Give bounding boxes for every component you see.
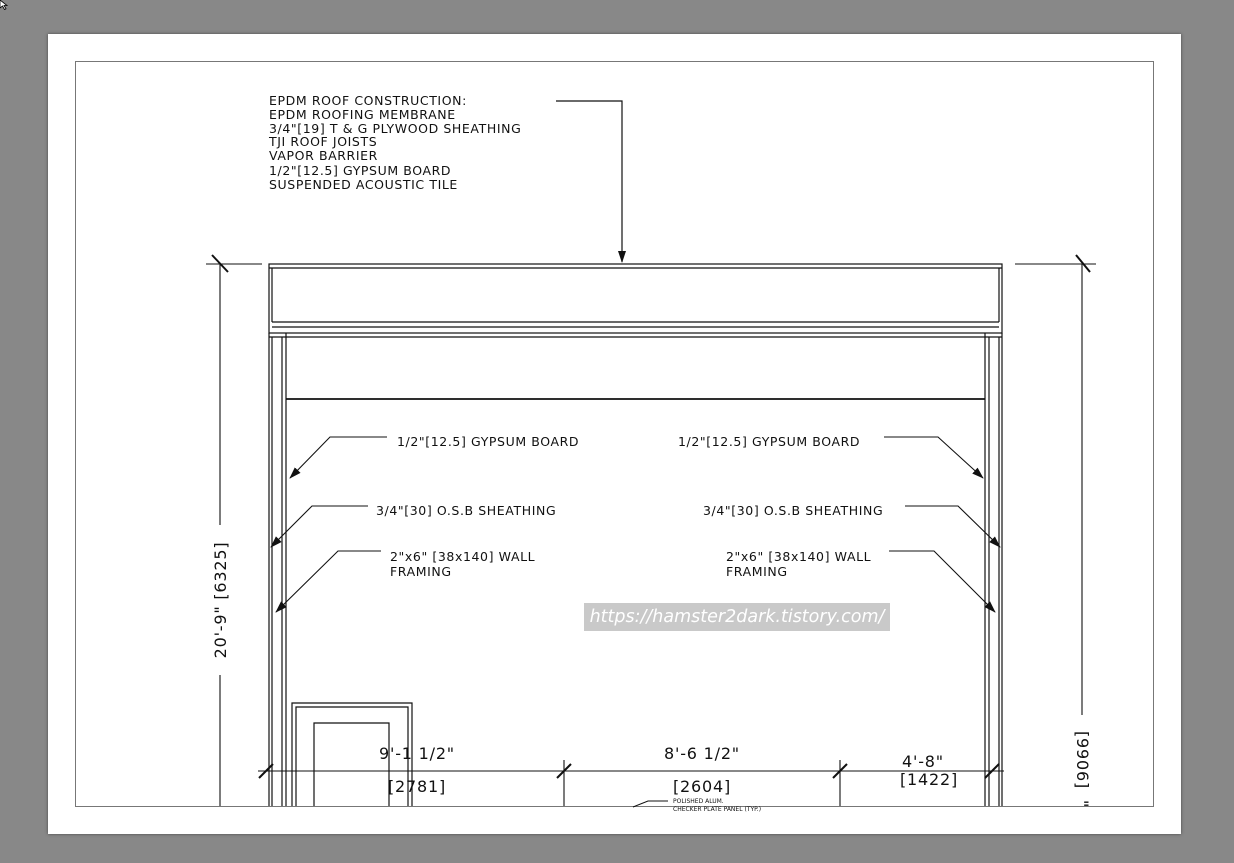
mouse-cursor-icon <box>0 0 9 10</box>
roof-note-line: SUSPENDED ACOUSTIC TILE <box>269 177 458 192</box>
left-wall-callouts: 1/2"[12.5] GYPSUM BOARD 3/4"[30] O.S.B S… <box>270 434 579 613</box>
dim-seg2-imperial: 8'-6 1/2" <box>664 744 740 763</box>
horizontal-dimension-string <box>258 760 1004 806</box>
dim-seg2-metric: [2604] <box>673 777 731 796</box>
dim-seg1-metric: [2781] <box>388 777 446 796</box>
right-wall <box>984 333 1003 806</box>
panel-note-line2: CHECKER PLATE PANEL (TYP.) <box>673 806 761 813</box>
right-framing-label: 2"x6" [38x140] WALL <box>726 549 871 564</box>
right-height-dimension <box>1015 254 1096 715</box>
dim-seg3-metric: [1422] <box>900 770 958 789</box>
roof-note-line: TJI ROOF JOISTS <box>268 134 377 149</box>
right-height-label: [9906] <box>1073 731 1092 789</box>
right-gypsum-leader <box>884 436 984 479</box>
right-osb-leader <box>905 505 1001 548</box>
right-gypsum-label: 1/2"[12.5] GYPSUM BOARD <box>678 434 860 449</box>
right-framing-leader <box>889 550 996 613</box>
left-wall <box>268 333 287 806</box>
panel-note-line1: POLISHED ALUM. <box>673 798 724 805</box>
roof-leader-arrow <box>556 100 626 263</box>
panel-note-leader <box>632 800 668 808</box>
dim-seg3-imperial: 4'-8" <box>902 752 944 771</box>
left-framing-label: 2"x6" [38x140] WALL <box>390 549 535 564</box>
right-framing-label: FRAMING <box>726 564 788 579</box>
left-framing-label: FRAMING <box>390 564 452 579</box>
left-gypsum-label: 1/2"[12.5] GYPSUM BOARD <box>397 434 579 449</box>
roof-note-line: EPDM ROOFING MEMBRANE <box>269 107 456 122</box>
dim-seg1-imperial: 9'-1 1/2" <box>379 744 455 763</box>
door-frame <box>291 702 413 806</box>
roof-note-line: 1/2"[12.5] GYPSUM BOARD <box>269 163 451 178</box>
right-height-partial: " <box>1073 800 1092 808</box>
left-osb-leader <box>270 505 368 548</box>
roof-note-line: EPDM ROOF CONSTRUCTION: <box>269 93 467 108</box>
roof-assembly <box>268 263 1003 400</box>
right-wall-callouts: 1/2"[12.5] GYPSUM BOARD 3/4"[30] O.S.B S… <box>678 434 1001 613</box>
sheet-border <box>75 61 1154 807</box>
left-osb-label: 3/4"[30] O.S.B SHEATHING <box>376 503 556 518</box>
drawing-sheet: EPDM ROOF CONSTRUCTION: EPDM ROOFING MEM… <box>48 34 1181 834</box>
left-height-label: 20'-9" [6325] <box>211 542 230 659</box>
right-osb-label: 3/4"[30] O.S.B SHEATHING <box>703 503 883 518</box>
section-drawing: EPDM ROOF CONSTRUCTION: EPDM ROOFING MEM… <box>75 61 1154 813</box>
watermark-url: https://hamster2dark.tistory.com/ <box>584 603 890 631</box>
left-framing-leader <box>275 550 381 613</box>
left-height-dimension <box>206 254 262 806</box>
roof-note-line: 3/4"[19] T & G PLYWOOD SHEATHING <box>269 121 521 136</box>
roof-construction-note: EPDM ROOF CONSTRUCTION: EPDM ROOFING MEM… <box>268 93 521 192</box>
roof-note-line: VAPOR BARRIER <box>269 148 378 163</box>
left-gypsum-leader <box>289 436 387 479</box>
